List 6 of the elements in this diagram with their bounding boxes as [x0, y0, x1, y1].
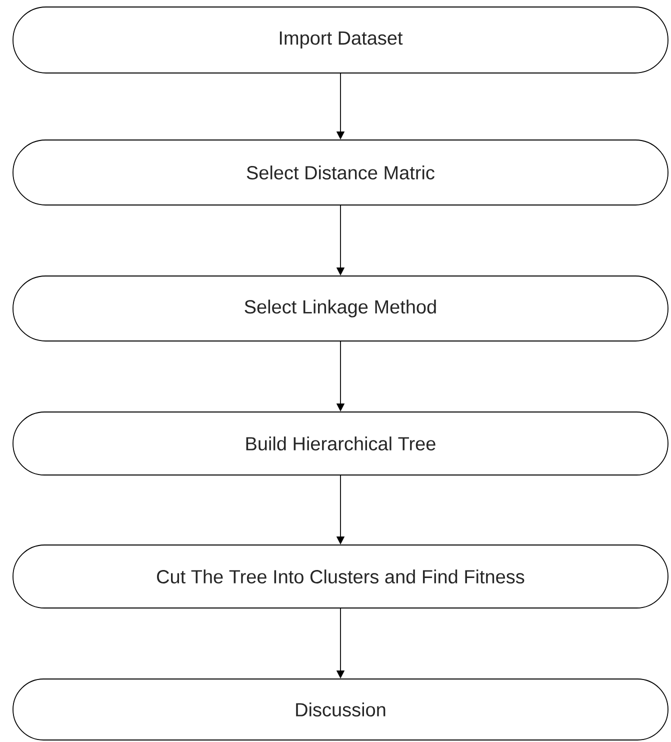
- terminator-box: Discussion: [12, 678, 668, 740]
- terminator-box: Select Linkage Method: [12, 276, 668, 342]
- terminator-box: Import Dataset: [12, 6, 668, 74]
- terminator-box: Select Distance Matric: [12, 140, 668, 206]
- terminator-box: Build Hierarchical Tree: [12, 412, 668, 476]
- terminator-box: Cut The Tree Into Clusters and Find Fitness: [12, 544, 668, 608]
